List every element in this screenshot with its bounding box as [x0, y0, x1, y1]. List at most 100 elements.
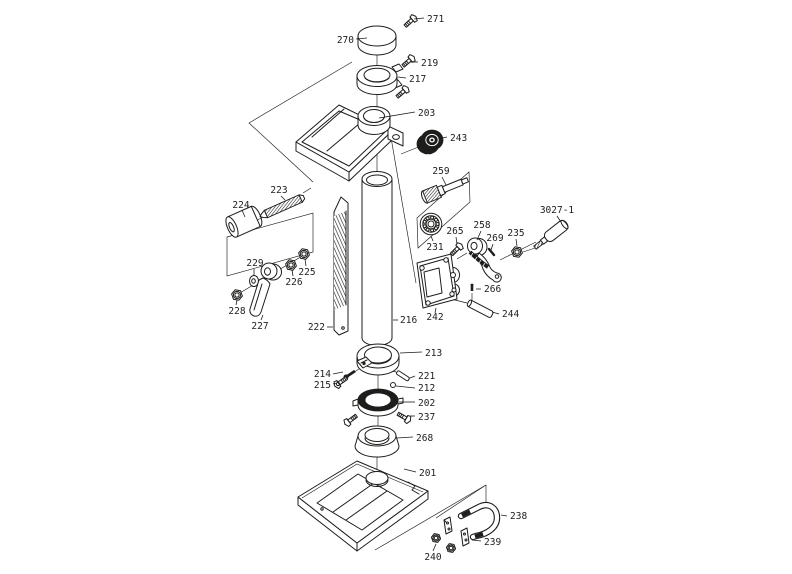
part-label-212: 212	[418, 383, 435, 394]
lock-lever-227	[250, 263, 282, 316]
part-label-227: 227	[251, 321, 268, 332]
column-216	[362, 172, 392, 346]
leader-line-239	[472, 540, 481, 541]
part-label-271: 271	[427, 14, 444, 25]
leader-line-228	[236, 300, 237, 305]
clamp-screw-223	[258, 193, 305, 220]
part-label-202: 202	[418, 398, 435, 409]
part-label-215: 215	[314, 380, 331, 391]
leader-line-217	[398, 77, 406, 78]
pin-221	[396, 370, 410, 381]
part-label-201: 201	[419, 468, 436, 479]
part-label-225: 225	[298, 267, 315, 278]
rack-222	[334, 197, 348, 335]
part-label-219: 219	[421, 58, 438, 69]
leader-line-240	[433, 544, 436, 551]
bolt-215	[331, 374, 350, 391]
leader-line-244	[492, 312, 499, 314]
clamp-plate-239-a	[444, 517, 452, 534]
part-label-266: 266	[484, 284, 501, 295]
collar-ring-217	[357, 64, 403, 95]
leader-line-221	[410, 376, 415, 378]
part-label-213: 213	[425, 348, 442, 359]
bushing-224	[223, 205, 264, 239]
part-label-240: 240	[424, 552, 441, 563]
leader-line-226	[292, 270, 293, 276]
leader-line-214	[333, 372, 343, 374]
bracket-242	[417, 254, 460, 308]
part-label-229: 229	[246, 258, 263, 269]
ball-bearing-231	[420, 213, 442, 235]
hex-nut-240-a	[430, 533, 442, 543]
part-label-238: 238	[510, 511, 527, 522]
worm-shaft-259	[420, 174, 470, 204]
hex-nut-235	[511, 246, 523, 258]
pin-244	[466, 299, 493, 318]
ball-212	[391, 383, 396, 388]
part-label-226: 226	[285, 277, 302, 288]
leader-line-238	[501, 515, 507, 516]
column-cap-270	[358, 26, 396, 55]
hex-nut-226	[285, 259, 297, 271]
leader-line-225	[305, 259, 306, 266]
leader-line-212	[396, 386, 415, 388]
part-label-269: 269	[486, 233, 503, 244]
part-label-228: 228	[228, 306, 245, 317]
set-screw-266	[471, 285, 474, 292]
leader-line-270	[356, 38, 367, 39]
part-label-259: 259	[432, 166, 449, 177]
leader-line-227	[261, 315, 263, 320]
clamp-plate-239-b	[461, 528, 469, 546]
part-label-239: 239	[484, 537, 501, 548]
head-casting-203	[296, 105, 403, 181]
part-label-265: 265	[446, 226, 463, 237]
leader-line-213	[400, 352, 422, 353]
part-label-203: 203	[418, 108, 435, 119]
pin-269	[489, 249, 494, 255]
leader-line-268	[397, 437, 413, 438]
part-label-231: 231	[426, 242, 443, 253]
ring-collar-202	[353, 389, 403, 416]
collar-213	[357, 344, 399, 375]
leader-line-265	[456, 237, 457, 244]
leader-line-259	[442, 177, 446, 185]
knurled-knob-243	[417, 130, 443, 156]
leader-line-203	[379, 112, 415, 118]
leader-line-215	[333, 383, 337, 384]
leader-line-242	[435, 308, 436, 313]
bolt-271	[401, 12, 420, 30]
part-label-222: 222	[308, 322, 325, 333]
leader-line-201	[404, 469, 416, 472]
leader-line-269	[491, 244, 493, 250]
hex-nut-228	[231, 289, 243, 301]
part-label-235: 235	[507, 228, 524, 239]
part-label-217: 217	[409, 74, 426, 85]
part-label-244: 244	[502, 309, 519, 320]
u-bolt-238	[461, 505, 497, 537]
leader-line-271	[414, 18, 424, 19]
part-label-214: 214	[314, 369, 331, 380]
leader-line-258	[477, 231, 481, 240]
part-label-223: 223	[270, 185, 287, 196]
bolt-237-left	[341, 411, 360, 429]
part-label-258: 258	[473, 220, 490, 231]
handle-3027-1	[532, 219, 570, 252]
base-201	[298, 461, 428, 551]
part-label-268: 268	[416, 433, 433, 444]
base-collar-268	[355, 426, 399, 457]
hex-nut-240-b	[445, 543, 457, 553]
leader-line-3027-1	[557, 216, 561, 222]
bolt-237-right	[395, 409, 413, 426]
part-label-224: 224	[232, 200, 249, 211]
part-label-242: 242	[426, 312, 443, 323]
clamp-arm-258	[468, 238, 502, 282]
part-label-221: 221	[418, 371, 435, 382]
hex-nut-225	[298, 248, 310, 260]
part-label-237: 237	[418, 412, 435, 423]
leader-line-235	[516, 239, 517, 246]
part-label-243: 243	[450, 133, 467, 144]
leader-line-243	[442, 137, 447, 138]
